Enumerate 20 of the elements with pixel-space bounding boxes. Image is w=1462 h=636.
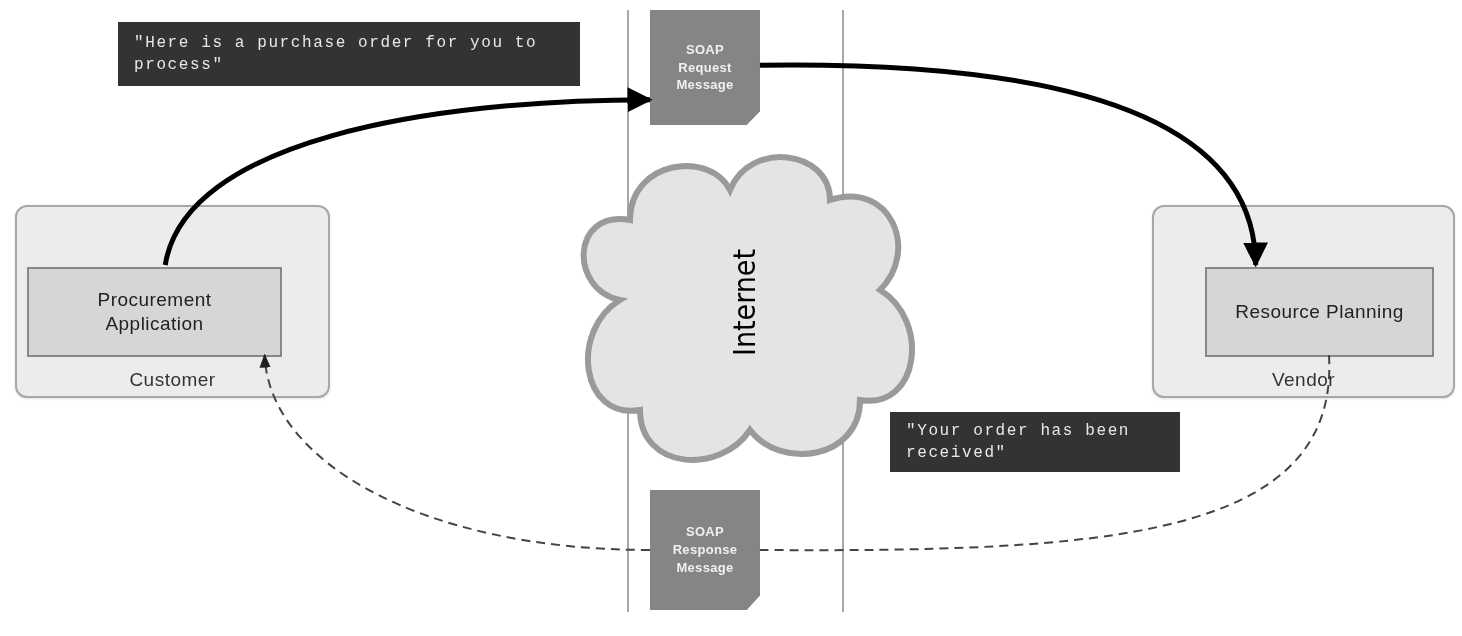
message-document [650, 490, 760, 610]
system-box [1152, 205, 1455, 398]
dashed-arrow [261, 353, 651, 551]
arrow [760, 62, 1266, 268]
message-label: SOAP Request Message [675, 40, 735, 95]
callout-text: "Here is a purchase order for you to process" [134, 33, 539, 76]
arrow [162, 87, 653, 266]
cloud-label: Internet [726, 248, 764, 357]
message-callout [118, 22, 580, 86]
message-document [650, 10, 760, 125]
system-label: Customer [129, 368, 216, 392]
application-box [1205, 267, 1434, 357]
application-label: Resource Planning [1235, 300, 1404, 324]
callout-text: "Your order has been received" [906, 421, 1132, 464]
system-box [15, 205, 330, 398]
application-box [27, 267, 282, 357]
system-label: Vendor [1271, 368, 1336, 392]
message-callout [890, 412, 1180, 472]
message-label: SOAP Response Message [671, 523, 739, 577]
application-label: Procurement Application [96, 288, 213, 336]
